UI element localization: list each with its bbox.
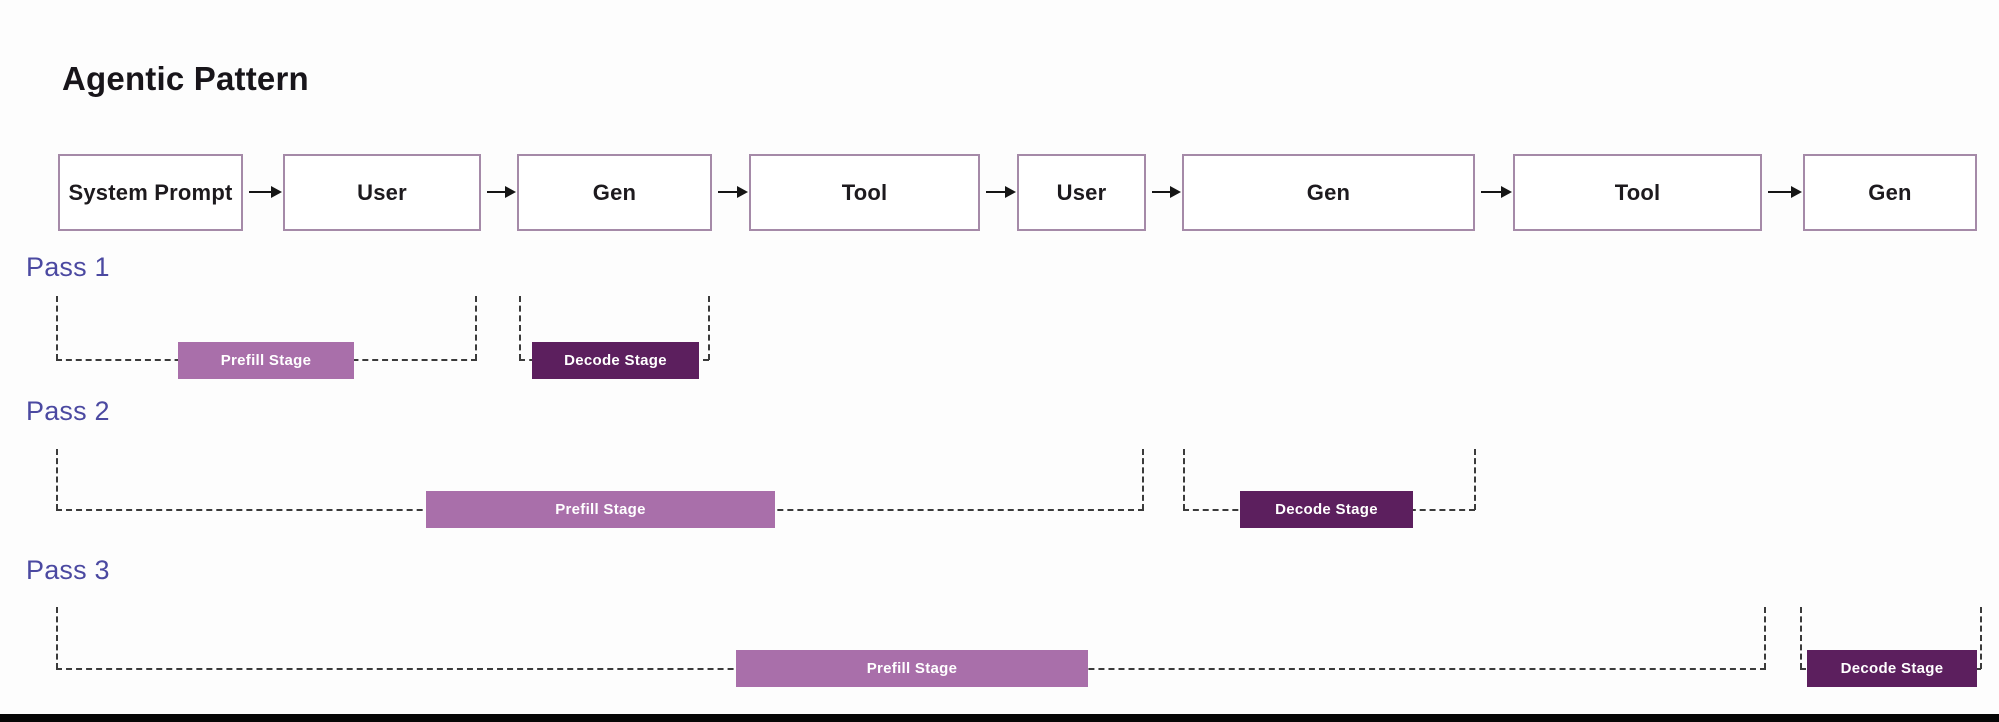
flow-arrow-icon — [487, 186, 516, 198]
flow-box-user-2: User — [1017, 154, 1146, 231]
pass-2-decode-stage-bar: Decode Stage — [1240, 491, 1413, 528]
flow-arrow-icon — [986, 186, 1016, 198]
flow-box-gen-2: Gen — [1182, 154, 1475, 231]
pass-2-decode-bracket-left — [1183, 449, 1185, 510]
pass-3-decode-bracket-right — [1980, 607, 1982, 669]
flow-box-gen-1: Gen — [517, 154, 712, 231]
pass-1-label: Pass 1 — [26, 252, 110, 282]
pass-2-prefill-bracket-left — [56, 449, 58, 510]
pass-3-prefill-bracket-left — [56, 607, 58, 669]
flow-box-gen-3: Gen — [1803, 154, 1977, 231]
pass-3-label: Pass 3 — [26, 555, 110, 585]
pass-2-label: Pass 2 — [26, 396, 110, 426]
diagram-title: Agentic Pattern — [62, 60, 309, 97]
pass-1-prefill-stage-bar: Prefill Stage — [178, 342, 354, 379]
pass-3-prefill-bracket-right — [1764, 607, 1766, 669]
pass-2-prefill-stage-bar: Prefill Stage — [426, 491, 775, 528]
pass-3-decode-stage-bar: Decode Stage — [1807, 650, 1977, 687]
pass-2-prefill-bracket-right — [1142, 449, 1144, 510]
pass-1-decode-bracket-left — [519, 296, 521, 360]
pass-1-decode-stage-bar: Decode Stage — [532, 342, 699, 379]
flow-box-tool-2: Tool — [1513, 154, 1762, 231]
flow-arrow-icon — [1481, 186, 1512, 198]
flow-arrow-icon — [1768, 186, 1802, 198]
flow-box-user-1: User — [283, 154, 481, 231]
pass-1-prefill-bracket-right — [475, 296, 477, 360]
flow-arrow-icon — [1152, 186, 1181, 198]
flow-box-tool-1: Tool — [749, 154, 980, 231]
pass-3-prefill-stage-bar: Prefill Stage — [736, 650, 1088, 687]
flow-arrow-icon — [249, 186, 282, 198]
pass-2-decode-bracket-right — [1474, 449, 1476, 510]
flow-arrow-icon — [718, 186, 748, 198]
flow-box-system-prompt: System Prompt — [58, 154, 243, 231]
pass-1-prefill-bracket-left — [56, 296, 58, 360]
bottom-edge-bar — [0, 714, 1999, 722]
pass-1-decode-bracket-right — [708, 296, 710, 360]
pass-3-decode-bracket-left — [1800, 607, 1802, 669]
